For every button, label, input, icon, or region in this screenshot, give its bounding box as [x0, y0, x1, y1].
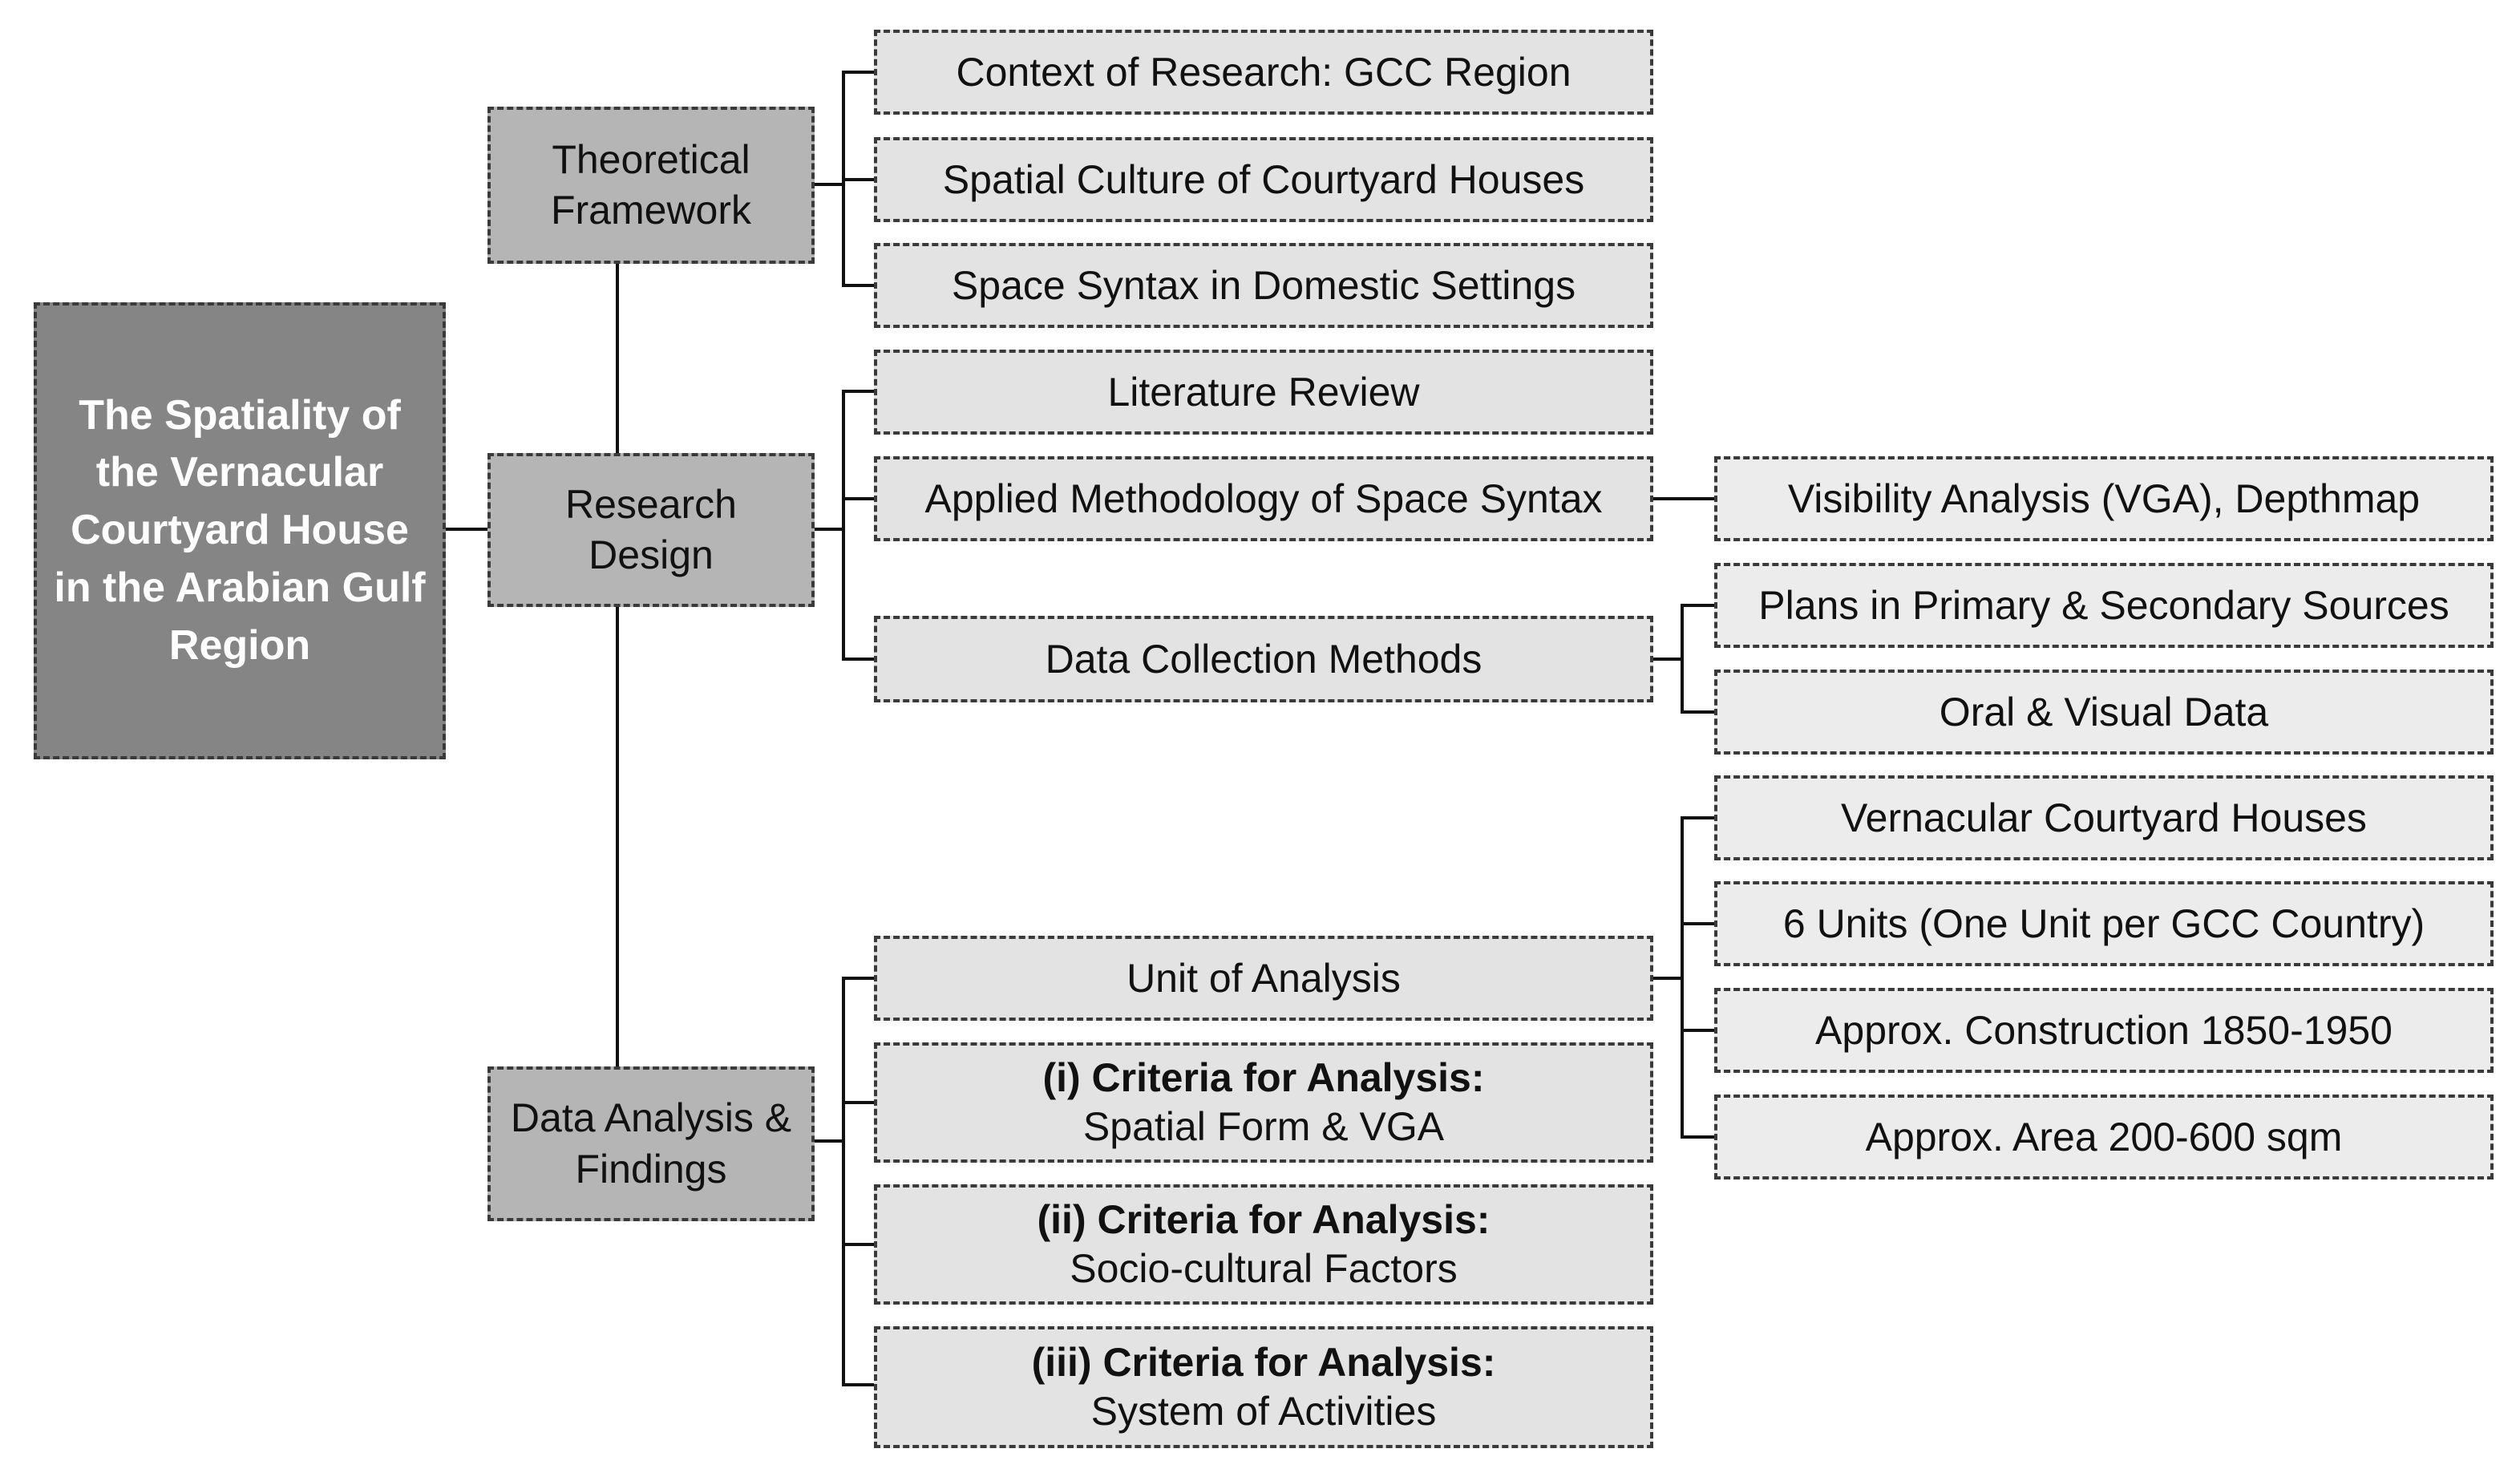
criteria-2-subtitle: Socio-cultural Factors	[1070, 1246, 1458, 1291]
oral-visual-data-label: Oral & Visual Data	[1939, 689, 2269, 734]
criteria-2-title: (ii) Criteria for Analysis:	[1037, 1197, 1491, 1242]
approx-area-box: Approx. Area 200-600 sqm	[1714, 1095, 2494, 1180]
criteria-3-subtitle: System of Activities	[1090, 1389, 1437, 1434]
spatial-culture-label: Spatial Culture of Courtyard Houses	[942, 156, 1585, 202]
root-title: The Spatiality of the Vernacular Courtya…	[54, 391, 426, 669]
data-collection-methods-box: Data Collection Methods	[874, 616, 1653, 702]
six-units-label: 6 Units (One Unit per GCC Country)	[1782, 900, 2425, 946]
root-title-box: The Spatiality of the Vernacular Courtya…	[34, 302, 446, 759]
context-of-research-label: Context of Research: GCC Region	[956, 49, 1571, 95]
vernacular-houses-label: Vernacular Courtyard Houses	[1841, 795, 2367, 840]
space-syntax-domestic-box: Space Syntax in Domestic Settings	[874, 243, 1653, 328]
vernacular-houses-box: Vernacular Courtyard Houses	[1714, 775, 2494, 860]
vga-depthmap-label: Visibility Analysis (VGA), Depthmap	[1787, 475, 2421, 521]
plans-sources-box: Plans in Primary & Secondary Sources	[1714, 563, 2494, 648]
research-design-label: Research Design	[565, 481, 737, 578]
literature-review-label: Literature Review	[1107, 369, 1420, 415]
space-syntax-domestic-label: Space Syntax in Domestic Settings	[951, 262, 1576, 308]
context-of-research-box: Context of Research: GCC Region	[874, 30, 1653, 115]
construction-period-box: Approx. Construction 1850-1950	[1714, 988, 2494, 1073]
six-units-box: 6 Units (One Unit per GCC Country)	[1714, 881, 2494, 966]
unit-of-analysis-box: Unit of Analysis	[874, 936, 1653, 1021]
applied-methodology-label: Applied Methodology of Space Syntax	[924, 475, 1603, 521]
theoretical-framework-box: Theoretical Framework	[487, 107, 815, 264]
unit-of-analysis-label: Unit of Analysis	[1127, 955, 1401, 1001]
construction-period-label: Approx. Construction 1850-1950	[1815, 1007, 2393, 1053]
spatial-culture-box: Spatial Culture of Courtyard Houses	[874, 137, 1653, 222]
criteria-1-title: (i) Criteria for Analysis:	[1042, 1055, 1485, 1100]
vga-depthmap-box: Visibility Analysis (VGA), Depthmap	[1714, 456, 2494, 541]
theoretical-framework-label: Theoretical Framework	[550, 136, 752, 233]
approx-area-label: Approx. Area 200-600 sqm	[1865, 1114, 2343, 1159]
data-analysis-box: Data Analysis & Findings	[487, 1066, 815, 1221]
criteria-spatial-form-box: (i) Criteria for Analysis: Spatial Form …	[874, 1042, 1653, 1163]
plans-sources-label: Plans in Primary & Secondary Sources	[1758, 582, 2449, 628]
data-analysis-label: Data Analysis & Findings	[510, 1095, 792, 1192]
oral-visual-data-box: Oral & Visual Data	[1714, 670, 2494, 755]
research-design-box: Research Design	[487, 453, 815, 607]
literature-review-box: Literature Review	[874, 350, 1653, 435]
criteria-socio-cultural-box: (ii) Criteria for Analysis: Socio-cultur…	[874, 1184, 1653, 1305]
applied-methodology-box: Applied Methodology of Space Syntax	[874, 456, 1653, 541]
data-collection-methods-label: Data Collection Methods	[1045, 636, 1482, 682]
criteria-system-activities-box: (iii) Criteria for Analysis: System of A…	[874, 1326, 1653, 1448]
criteria-1-subtitle: Spatial Form & VGA	[1082, 1104, 1445, 1149]
criteria-3-title: (iii) Criteria for Analysis:	[1031, 1340, 1496, 1385]
